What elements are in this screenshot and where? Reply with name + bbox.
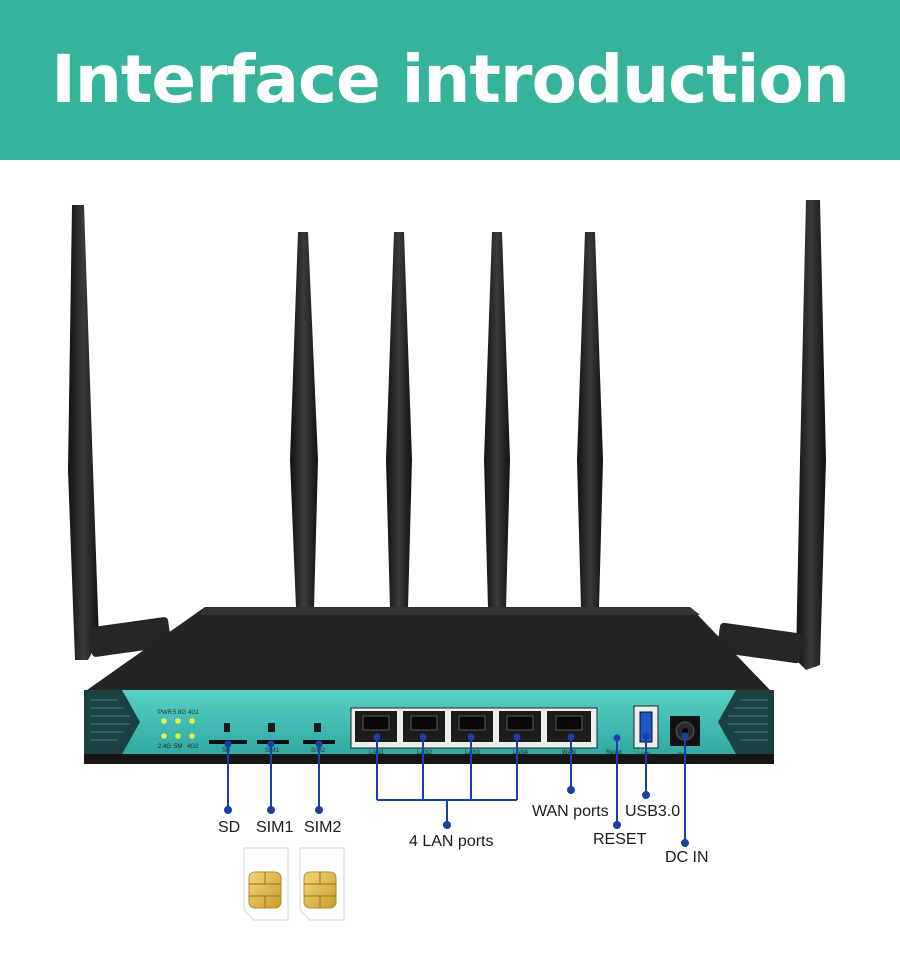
ethernet-port (403, 711, 445, 742)
antenna-group (68, 200, 826, 670)
ethernet-port (499, 711, 541, 742)
led-light (175, 718, 181, 724)
led-label: 5.8G (173, 710, 186, 716)
port-label: LAN4 (513, 750, 529, 756)
sd-card-icon (224, 723, 230, 732)
led-indicators: PWR 5.8G 4G1 2.4G 5M 4G2 (158, 710, 200, 750)
led-light (189, 718, 195, 724)
antenna (716, 200, 826, 670)
antenna (386, 232, 412, 608)
callout-dc-in: DC IN (665, 849, 709, 866)
antenna (290, 232, 318, 608)
router-illustration: PWR 5.8G 4G1 2.4G 5M 4G2 SD SIM1 SIM2 (68, 200, 826, 921)
led-light (161, 718, 167, 724)
title-banner: Interface introduction (0, 0, 900, 160)
usb-label: USB (638, 753, 650, 759)
led-label: 2.4G (158, 744, 171, 750)
callout-dots (224, 732, 689, 847)
led-label: 4G2 (187, 744, 199, 750)
ethernet-port (547, 711, 591, 742)
callout-lines (227, 738, 686, 843)
led-light (175, 733, 181, 739)
sim-card-icon (243, 847, 289, 921)
slot-label: SD (222, 748, 231, 754)
led-light (189, 733, 195, 739)
sim-card-icon (299, 847, 345, 921)
callout-reset: RESET (593, 831, 647, 848)
port-label: LAN2 (417, 750, 433, 756)
callout-lan-ports: 4 LAN ports (409, 833, 494, 850)
led-light (161, 733, 167, 739)
reset-label: Reset (606, 750, 622, 756)
sim-card-icon (314, 723, 321, 732)
antenna (68, 205, 172, 660)
antenna (577, 232, 603, 608)
sim-card-icon (268, 723, 275, 732)
dc-label: DC (678, 753, 687, 759)
led-label: PWR (158, 710, 173, 716)
callout-wan-ports: WAN ports (532, 803, 609, 820)
callout-sd: SD (218, 819, 241, 836)
sim-card-images (243, 847, 345, 921)
callout-usb: USB3.0 (625, 803, 681, 820)
callout-sim2: SIM2 (304, 819, 342, 836)
page-title: Interface introduction (51, 41, 849, 118)
led-label: 4G1 (188, 710, 200, 716)
port-label: LAN3 (465, 750, 481, 756)
callout-sim1: SIM1 (256, 819, 294, 836)
port-label: WAN (562, 750, 576, 756)
led-label: 5M (174, 744, 182, 750)
slot-label: SIM1 (265, 748, 280, 754)
antenna (484, 232, 510, 608)
